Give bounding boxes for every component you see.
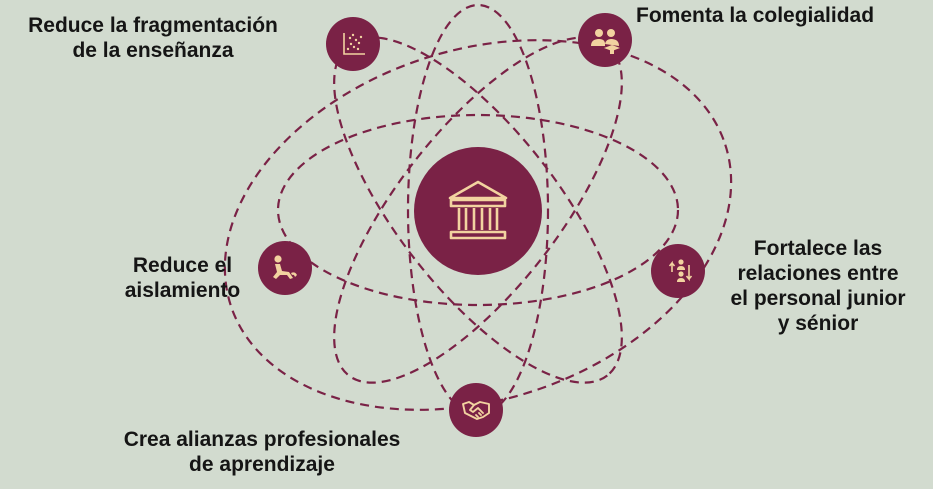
person-sitting-icon (273, 255, 297, 279)
node-fragmentation (325, 16, 381, 72)
people-group-icon (591, 29, 620, 54)
label-fragmentation-line-2: de la enseñanza (72, 39, 234, 62)
label-alliances: Crea alianzas profesionales de aprendiza… (82, 427, 442, 477)
label-junior-senior: Fortalece las relaciones entre el person… (707, 236, 929, 336)
label-isolation-line-1: Reduce el (132, 254, 233, 277)
label-junior-senior-line-3: el personal junior (730, 287, 906, 310)
handshake-icon (462, 401, 490, 420)
label-fragmentation: Reduce la fragmentación de la enseñanza (8, 13, 298, 63)
orbit-horizontal (276, 113, 680, 307)
scatter-chart-icon (343, 33, 365, 55)
label-alliances-line-2: de aprendizaje (189, 453, 335, 476)
label-alliances-line-1: Crea alianzas profesionales (123, 428, 401, 451)
people-exchange-icon (668, 259, 693, 282)
label-junior-senior-line-2: relaciones entre (737, 262, 899, 285)
node-isolation (257, 240, 313, 296)
label-isolation: Reduce el aislamiento (110, 253, 255, 303)
node-collegiality (577, 12, 633, 68)
label-junior-senior-line-1: Fortalece las (753, 237, 883, 260)
node-alliances (448, 382, 504, 438)
label-fragmentation-line-1: Reduce la fragmentación (28, 14, 278, 37)
center-node (413, 146, 543, 276)
orbit-wide (223, 39, 733, 411)
institution-building-icon (448, 180, 508, 240)
label-collegiality-line-1: Fomenta la colegialidad (636, 4, 875, 27)
label-junior-senior-line-4: y sénior (777, 312, 859, 335)
node-junior-senior (650, 243, 706, 299)
orbit-diagonal-left (333, 36, 623, 384)
label-isolation-line-2: aislamiento (124, 279, 241, 302)
label-collegiality: Fomenta la colegialidad (636, 3, 932, 28)
